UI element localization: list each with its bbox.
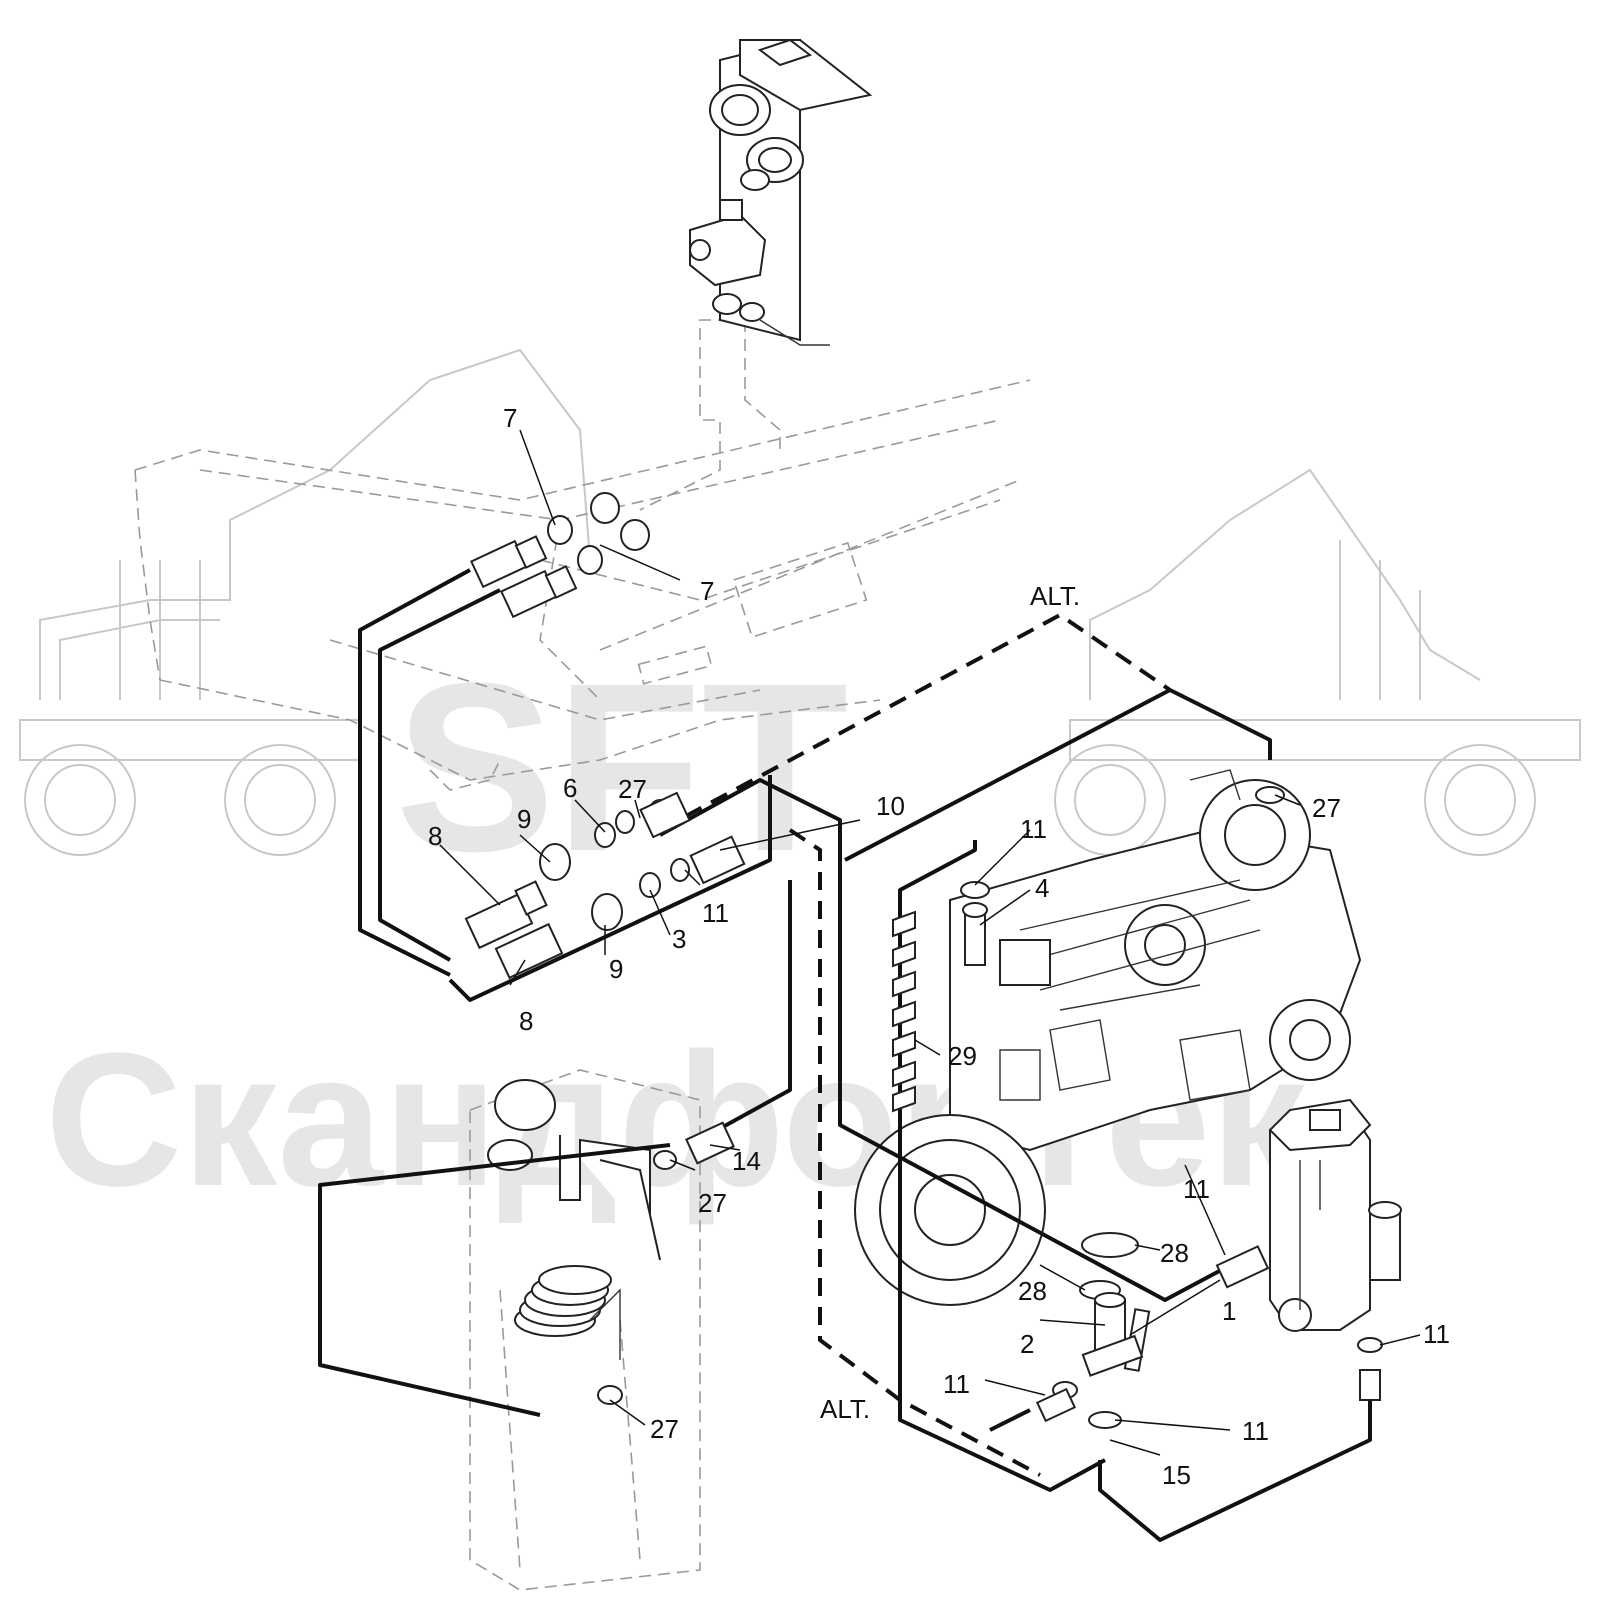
callout-11-bottom: 11: [1242, 1416, 1269, 1446]
alt-hose-left: [788, 828, 1041, 1477]
callout-8-lower: 8: [519, 1006, 533, 1036]
fittings-7: [470, 492, 650, 619]
coil-spring: [514, 1265, 612, 1337]
callout-11-upper: 11: [1020, 814, 1047, 844]
watermark-logo: SFT: [395, 633, 848, 901]
hose-11d: [989, 1408, 1031, 1432]
engine: [854, 769, 1362, 1306]
callout-14: 14: [732, 1146, 761, 1176]
callout-11-middle: 11: [702, 898, 729, 928]
hose-15: [1098, 1390, 1372, 1542]
callout-2: 2: [1020, 1329, 1034, 1359]
callout-7-lower: 7: [700, 576, 714, 606]
hose-routes: [318, 568, 1372, 1542]
callout-1: 1: [1222, 1296, 1236, 1326]
callout-27-bottom: 27: [650, 1414, 679, 1444]
alt-label-bottom: ALT.: [820, 1394, 870, 1424]
radiator-tank: [469, 1069, 701, 1591]
fittings-right: [597, 786, 1402, 1429]
callout-9-lower: 9: [609, 954, 623, 984]
alt-labels: ALT. ALT.: [820, 581, 1080, 1424]
callout-8-upper: 8: [428, 821, 442, 851]
hose-top-right: [844, 688, 1272, 862]
callout-11-right: 11: [1183, 1174, 1210, 1204]
callout-labels: 7 7 27 6 10 8 9 11 3 9 8 27 11 4 29 14 2…: [428, 403, 1450, 1490]
alt-label-top: ALT.: [1030, 581, 1080, 611]
callout-4: 4: [1035, 873, 1049, 903]
callout-15: 15: [1162, 1460, 1191, 1490]
callout-28-lower: 28: [1018, 1276, 1047, 1306]
callout-7-upper: 7: [503, 403, 517, 433]
hose-left-bottom: [448, 775, 772, 1002]
callout-11-pump: 11: [1423, 1319, 1450, 1349]
callout-28-upper: 28: [1160, 1238, 1189, 1268]
callout-6: 6: [563, 773, 577, 803]
leader-lines: [439, 429, 1421, 1456]
hose-29: [898, 840, 1106, 1492]
callout-27-middle: 27: [618, 774, 647, 804]
callout-27-right: 27: [1312, 793, 1341, 823]
watermark-excavator-left: [19, 348, 591, 856]
hose-10: [659, 778, 1241, 1302]
hose-left-outer: [358, 568, 471, 977]
callout-11-tee: 11: [943, 1369, 970, 1399]
callout-10: 10: [876, 791, 905, 821]
alt-hose-top: [659, 612, 1172, 832]
heater-unit-top: [689, 38, 873, 346]
callout-3: 3: [672, 924, 686, 954]
callout-29: 29: [948, 1041, 977, 1071]
hose-left-inner: [378, 588, 501, 962]
alt-routes: [659, 612, 1172, 1477]
hose-clips-29: [892, 910, 916, 1113]
coolant-pump: [1268, 1098, 1402, 1332]
callout-27-lower: 27: [698, 1188, 727, 1218]
watermark: SFT Скандфортек: [19, 348, 1581, 1226]
fittings-middle: [464, 791, 746, 980]
callout-9-upper: 9: [517, 804, 531, 834]
